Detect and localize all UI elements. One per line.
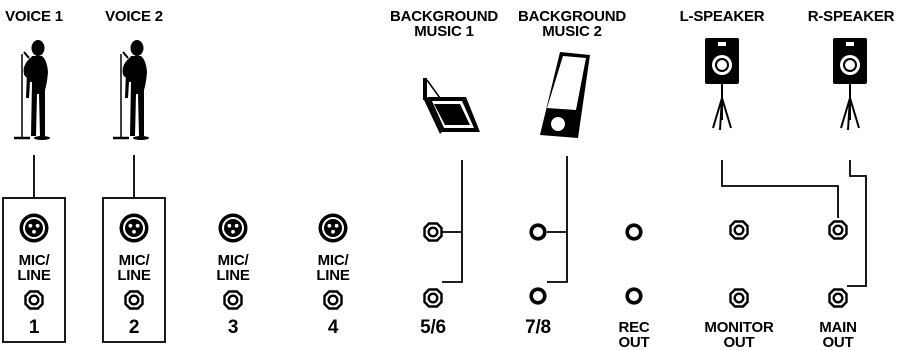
trs-jack-icon bbox=[323, 290, 343, 310]
ch3-number: 3 bbox=[227, 317, 239, 338]
voice1-label: VOICE 1 bbox=[5, 8, 63, 25]
ch2-number: 2 bbox=[128, 317, 140, 338]
trs-jack-icon bbox=[423, 222, 443, 242]
player-icon bbox=[540, 52, 590, 138]
trs-jack-icon bbox=[729, 220, 749, 240]
xlr-jack-icon bbox=[119, 213, 149, 243]
main-out-label: MAIN OUT bbox=[819, 319, 857, 351]
rca-jack-icon bbox=[529, 223, 547, 241]
ch1-number: 1 bbox=[28, 317, 40, 338]
ch78-label: 7/8 bbox=[525, 317, 551, 338]
ch1-type-label: MIC/ LINE bbox=[17, 252, 51, 284]
xlr-jack-icon bbox=[19, 213, 49, 243]
xlr-jack-icon bbox=[218, 213, 248, 243]
ch2-type-label: MIC/ LINE bbox=[117, 252, 151, 284]
trs-jack-icon bbox=[24, 290, 44, 310]
left-speaker-label: L-SPEAKER bbox=[679, 8, 765, 25]
ch4-number: 4 bbox=[327, 317, 339, 338]
laptop-icon bbox=[423, 78, 480, 134]
monitor-out-label: MONITOR OUT bbox=[704, 319, 774, 351]
background-music-2-label: BACKGROUND MUSIC 2 bbox=[518, 8, 626, 40]
signal-cable bbox=[547, 156, 568, 283]
trs-jack-icon bbox=[124, 290, 144, 310]
rca-jack-icon bbox=[625, 287, 643, 305]
background-music-1-label: BACKGROUND MUSIC 1 bbox=[390, 8, 498, 40]
rca-jack-icon bbox=[625, 223, 643, 241]
trs-jack-icon bbox=[729, 288, 749, 308]
speaker-left-icon bbox=[704, 37, 740, 131]
speaker-right-icon bbox=[832, 37, 868, 131]
voice2-label: VOICE 2 bbox=[105, 8, 163, 25]
ch3-type-label: MIC/ LINE bbox=[216, 252, 250, 284]
trs-jack-icon bbox=[828, 288, 848, 308]
ch4-type-label: MIC/ LINE bbox=[316, 252, 350, 284]
trs-jack-icon bbox=[423, 288, 443, 308]
trs-jack-icon bbox=[828, 220, 848, 240]
rec-out-label: REC OUT bbox=[618, 319, 650, 351]
trs-jack-icon bbox=[223, 290, 243, 310]
signal-cable bbox=[442, 160, 463, 283]
xlr-jack-icon bbox=[318, 213, 348, 243]
signal-cable bbox=[847, 160, 867, 287]
signal-cable bbox=[721, 160, 839, 218]
singer-icon-1 bbox=[12, 38, 52, 142]
right-speaker-label: R-SPEAKER bbox=[807, 8, 895, 25]
singer-icon-2 bbox=[111, 38, 151, 142]
rca-jack-icon bbox=[529, 287, 547, 305]
ch56-label: 5/6 bbox=[420, 317, 446, 338]
